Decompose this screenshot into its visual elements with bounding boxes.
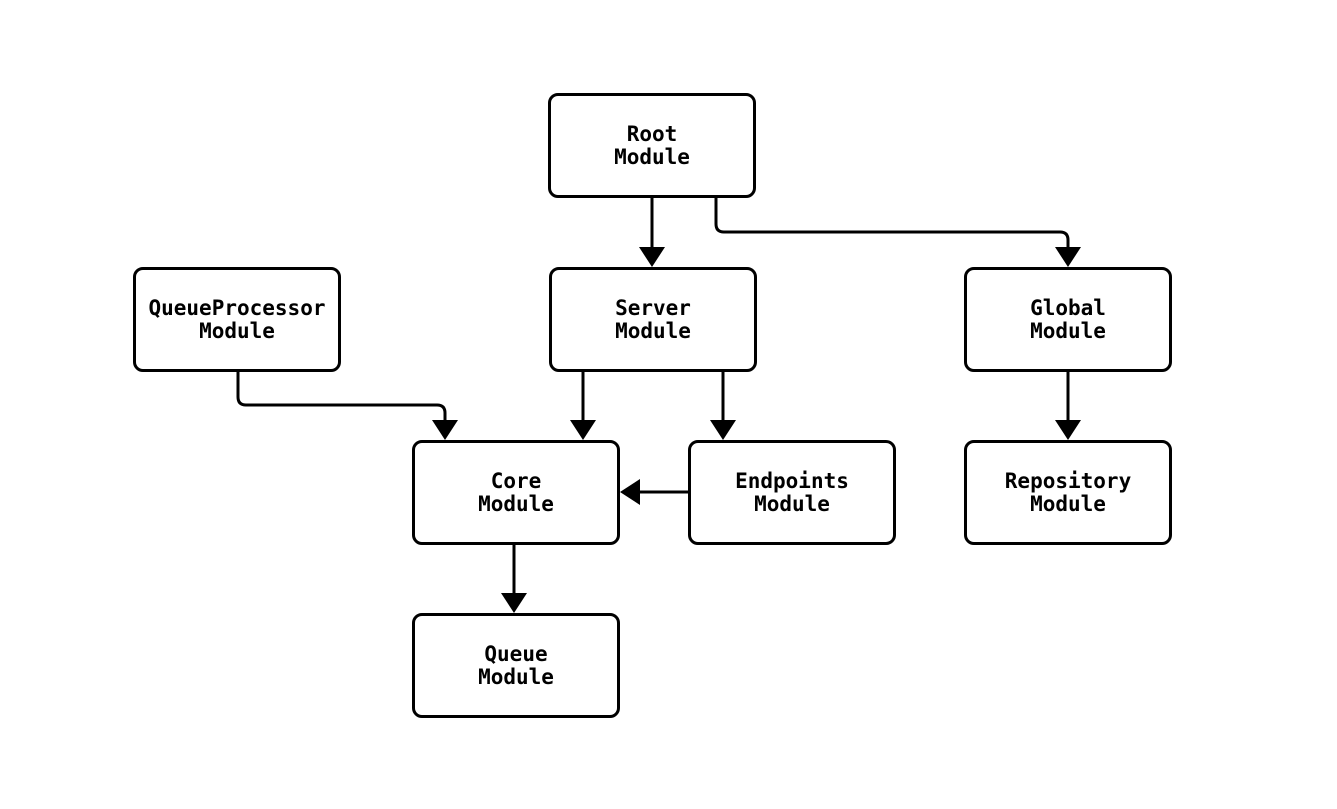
node-label-line: Endpoints: [735, 468, 849, 493]
node-label-line: QueueProcessor: [148, 295, 326, 320]
node-label-line: Root: [626, 121, 678, 146]
node-server-module: Server Module: [549, 267, 757, 372]
edge-root-global: [714, 198, 1081, 267]
node-repository-module: Repository Module: [964, 440, 1172, 545]
edge-core-queue: [501, 545, 527, 613]
node-root-module: Root Module: [548, 93, 756, 198]
node-global-module: Global Module: [964, 267, 1172, 372]
node-label-line: Module: [199, 318, 275, 343]
node-label-line: Server: [615, 295, 691, 320]
node-endpoints-module: Endpoints Module: [688, 440, 896, 545]
node-label-line: Module: [614, 144, 690, 169]
node-queueprocessor-module: QueueProcessor Module: [133, 267, 341, 372]
node-label-line: Repository: [1004, 468, 1132, 493]
node-queue-module: Queue Module: [412, 613, 620, 718]
node-label-line: Module: [615, 318, 691, 343]
edge-server-core: [570, 372, 596, 440]
edge-root-server: [639, 198, 665, 267]
edge-global-repository: [1055, 372, 1081, 440]
node-label-line: Queue: [484, 641, 548, 666]
node-label-line: Core: [490, 468, 542, 493]
node-label-line: Module: [1030, 318, 1106, 343]
node-label-line: Module: [754, 491, 830, 516]
edge-server-endpoints: [710, 372, 736, 440]
node-core-module: Core Module: [412, 440, 620, 545]
node-label-line: Module: [478, 491, 554, 516]
node-label-line: Global: [1030, 295, 1106, 320]
edge-queueprocessor-core: [236, 372, 458, 440]
node-label-line: Module: [1030, 491, 1106, 516]
node-label-line: Module: [478, 664, 554, 689]
edge-endpoints-core: [620, 479, 688, 505]
